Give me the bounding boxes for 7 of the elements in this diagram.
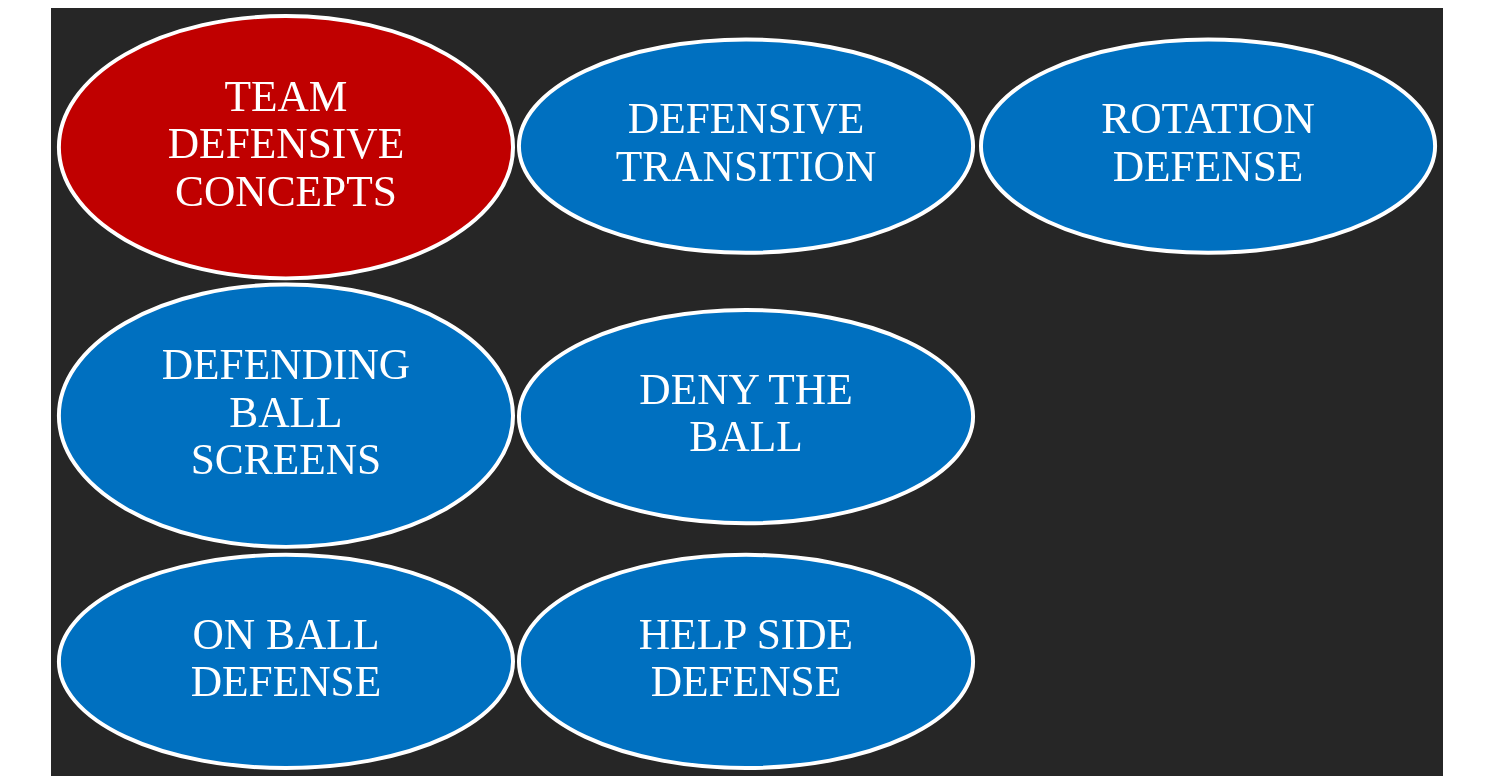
- node-ellipse: DEFENSIVE TRANSITION: [516, 37, 975, 255]
- node-ellipse: DEFENDING BALL SCREENS: [56, 282, 515, 549]
- node-ellipse: TEAM DEFENSIVE CONCEPTS: [56, 14, 515, 281]
- node-ellipse: DENY THE BALL: [516, 308, 975, 526]
- node-ellipse: HELP SIDE DEFENSE: [516, 552, 975, 771]
- node-ellipse: ON BALL DEFENSE: [56, 552, 515, 771]
- node-ellipse: ROTATION DEFENSE: [978, 37, 1437, 255]
